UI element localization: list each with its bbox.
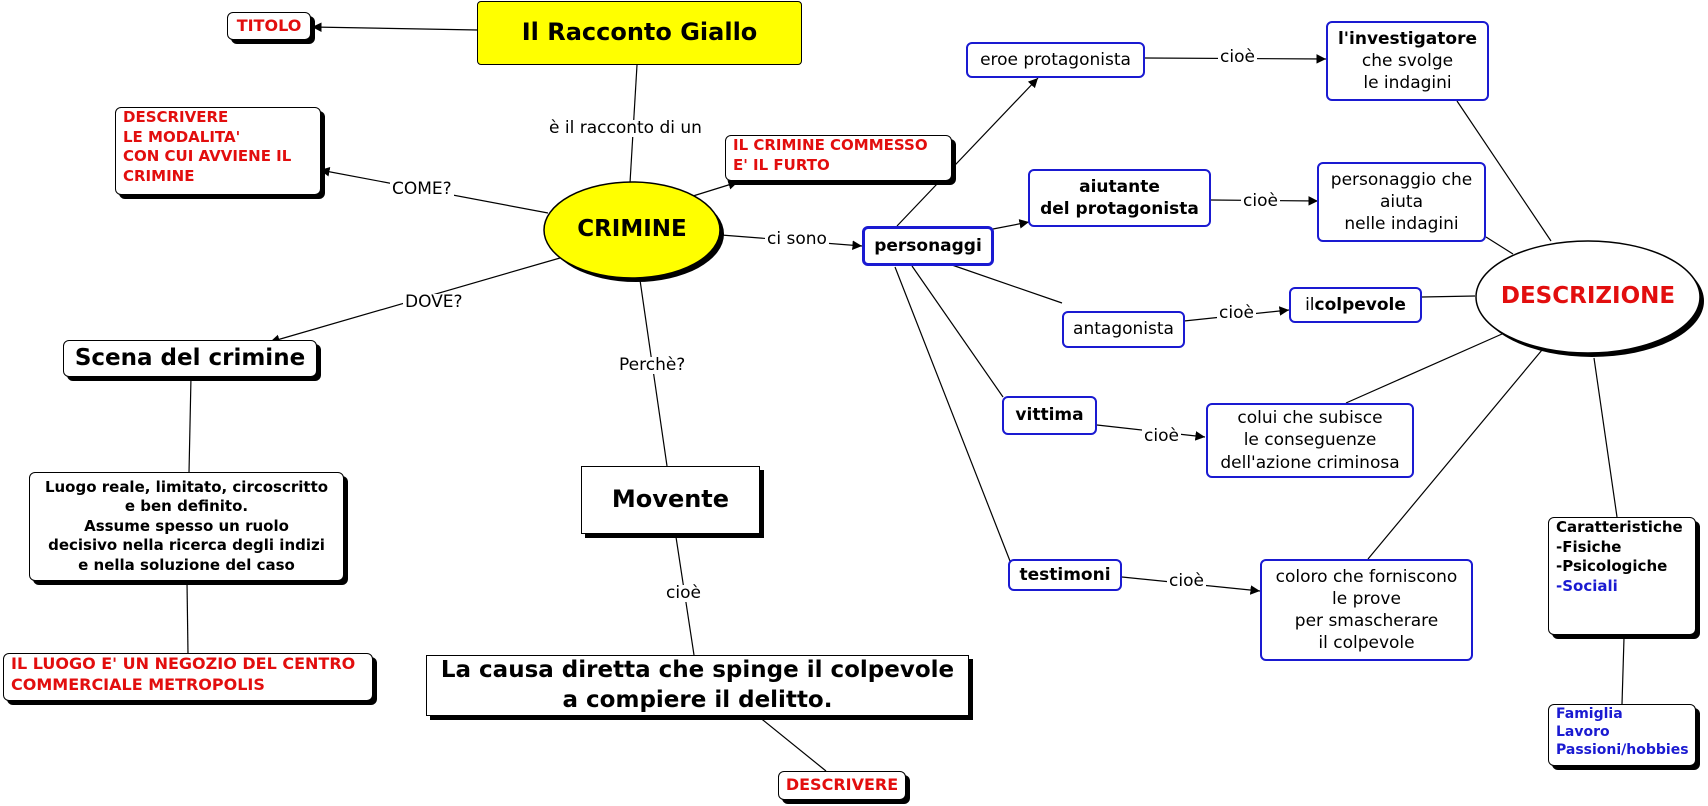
link-personaggi-testimoni (894, 266, 1011, 562)
label-dove: DOVE? (403, 292, 465, 312)
link-investigatore-descrizione (1456, 100, 1552, 242)
vittima-box: vittima (1002, 396, 1097, 435)
antagonista-box: antagonista (1062, 311, 1185, 348)
title-box: Il Racconto Giallo (477, 1, 802, 65)
link-personaggi-vittima (911, 265, 1004, 398)
negozio-box: IL LUOGO E' UN NEGOZIO DEL CENTRO COMMER… (3, 653, 373, 701)
link-luogo-negozio (186, 581, 189, 655)
link-caratteristiche-famiglia (1621, 637, 1625, 705)
link-personaggi-antagonista (951, 264, 1063, 304)
crimine-ellipse (543, 181, 721, 279)
scena-box: Scena del crimine (63, 340, 317, 377)
link-crimine-furto (692, 180, 739, 197)
causa-box: La causa diretta che spinge il colpevole… (426, 655, 969, 716)
link-title-titolo (311, 22, 479, 32)
colpevole-box: il colpevole (1289, 287, 1422, 323)
caratteristiche-box: Caratteristiche -Fisiche -Psicologiche -… (1548, 517, 1696, 635)
link-forniscono-descrizione (1367, 349, 1543, 560)
label-cioe-testimoni: cioè (1167, 571, 1206, 591)
aiuta-box: personaggio che aiuta nelle indagini (1317, 162, 1486, 242)
titolo-box: TITOLO (227, 12, 311, 40)
furto-box: IL CRIMINE COMMESSO E' IL FURTO (725, 135, 952, 181)
link-colpevole-descrizione (1421, 295, 1476, 298)
label-come: COME? (390, 179, 454, 199)
modalita-box: DESCRIVERE LE MODALITA' CON CUI AVVIENE … (115, 107, 321, 195)
label-cioe-movente: cioè (664, 583, 703, 603)
descrivere-box: DESCRIVERE (778, 771, 906, 800)
luogo-box: Luogo reale, limitato, circoscritto e be… (29, 472, 344, 581)
famiglia-box: Famiglia Lavoro Passioni/hobbies (1548, 704, 1696, 766)
forniscono-box: coloro che forniscono le prove per smasc… (1260, 559, 1473, 661)
label-cioe-aiutante: cioè (1241, 191, 1280, 211)
eroe-box: eroe protagonista (966, 42, 1145, 78)
personaggi-box: personaggi (862, 226, 994, 266)
testimoni-box: testimoni (1008, 559, 1122, 591)
subisce-box: colui che subisce le conseguenze dell'az… (1206, 403, 1414, 478)
link-descrizione-caratteristiche (1593, 357, 1618, 518)
link-aiuta-descrizione (1485, 236, 1514, 255)
aiutante-box: aiutante del protagonista (1028, 169, 1211, 227)
movente-box: Movente (581, 466, 760, 534)
label-cioe-vittima: cioè (1142, 426, 1181, 446)
label-cioe-antagonista: cioè (1217, 303, 1256, 323)
descrizione-label: DESCRIZIONE (1500, 283, 1676, 310)
link-personaggi-eroe (896, 77, 1039, 227)
label-cioe-eroe: cioè (1218, 47, 1257, 67)
link-subisce-descrizione (1345, 333, 1503, 404)
descrizione-ellipse (1475, 240, 1701, 354)
investigatore-box: l'investigatore che svolge le indagini (1326, 21, 1489, 101)
link-scena-luogo (188, 376, 192, 474)
label-perche: Perchè? (617, 355, 688, 375)
label-racconto: è il racconto di un (547, 118, 704, 138)
link-personaggi-aiutante (992, 219, 1030, 230)
link-causa-descrivere (757, 715, 827, 772)
crimine-label: CRIMINE (577, 216, 687, 243)
label-ci-sono: ci sono (765, 229, 829, 249)
